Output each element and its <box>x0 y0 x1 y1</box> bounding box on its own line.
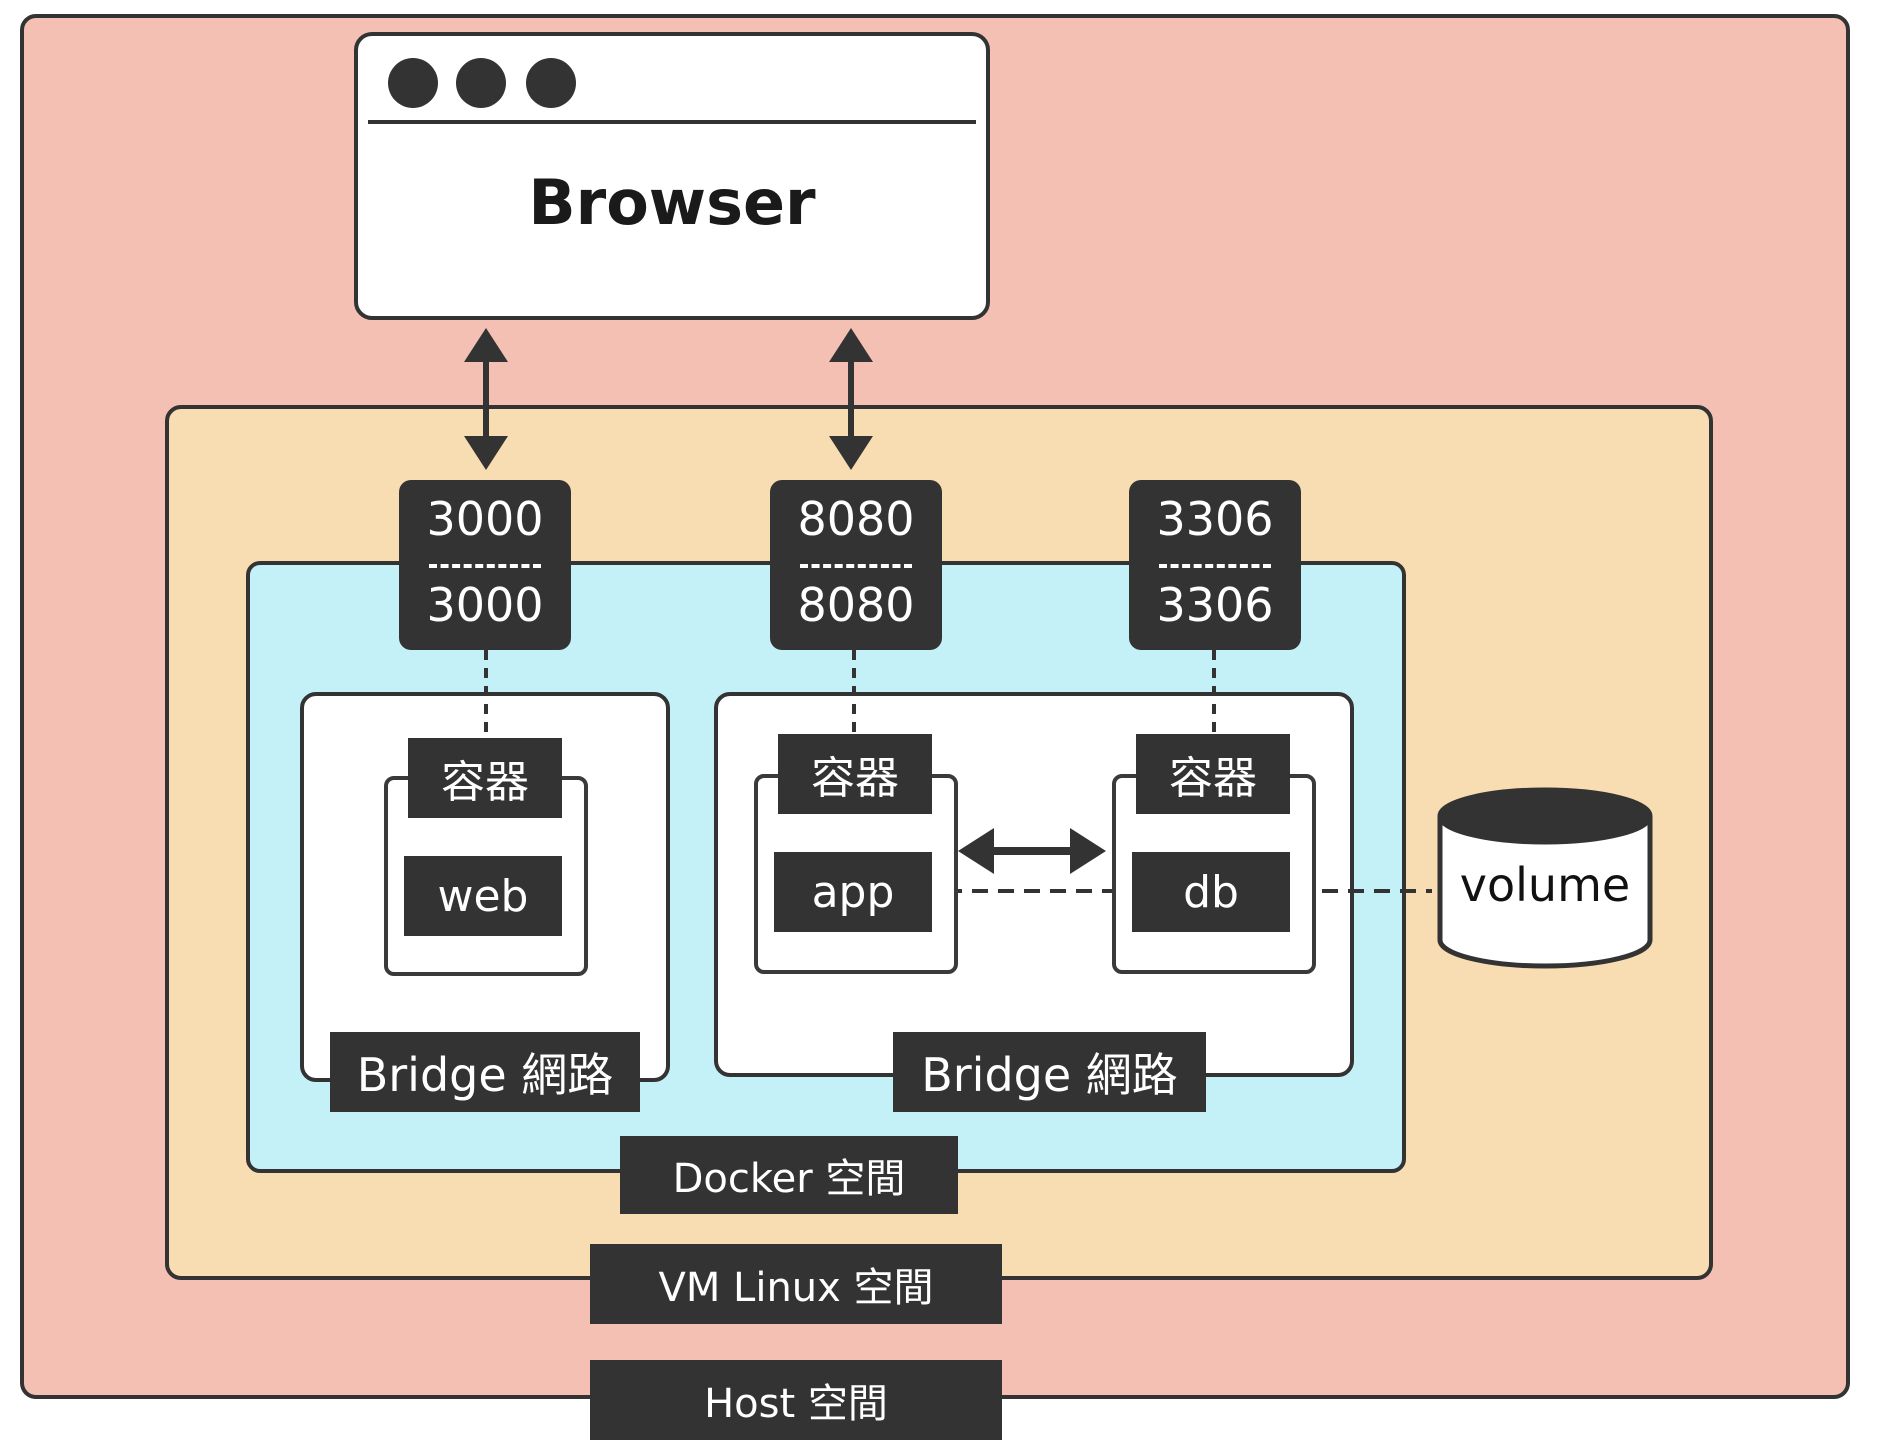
container-app-label: 容器 <box>778 734 932 814</box>
browser-port-8080-arrow <box>829 328 873 470</box>
bridge-network-left-label: Bridge 網路 <box>330 1032 640 1112</box>
container-web-name: web <box>404 856 562 936</box>
browser-window: Browser <box>354 32 990 320</box>
container-app-name: app <box>774 852 932 932</box>
host-space-label: Host 空間 <box>590 1360 1002 1440</box>
vm-linux-space-label: VM Linux 空間 <box>590 1244 1002 1324</box>
host-port: 3000 <box>426 492 544 546</box>
port-mapping-3000: 3000 3000 <box>399 480 571 650</box>
window-dot-icon <box>526 58 576 108</box>
port-separator <box>800 564 912 568</box>
container-db-label: 容器 <box>1136 734 1290 814</box>
host-port: 8080 <box>797 492 915 546</box>
docker-space-label: Docker 空間 <box>620 1136 958 1214</box>
container-db-name: db <box>1132 852 1290 932</box>
app-db-arrow <box>958 828 1106 874</box>
window-dot-icon <box>456 58 506 108</box>
bridge-network-right-label: Bridge 網路 <box>893 1032 1206 1112</box>
port-mapping-8080: 8080 8080 <box>770 480 942 650</box>
window-dot-icon <box>388 58 438 108</box>
container-port: 8080 <box>797 578 915 632</box>
container-web-label: 容器 <box>408 738 562 818</box>
port-separator <box>429 564 541 568</box>
browser-title: Browser <box>528 166 816 239</box>
host-port: 3306 <box>1156 492 1274 546</box>
browser-address-bar-divider <box>368 120 976 124</box>
container-port: 3306 <box>1156 578 1274 632</box>
port-mapping-3306: 3306 3306 <box>1129 480 1301 650</box>
volume-label: volume <box>1459 858 1631 912</box>
port-separator <box>1159 564 1271 568</box>
container-port: 3000 <box>426 578 544 632</box>
volume-cylinder-icon <box>1437 787 1653 969</box>
browser-port-3000-arrow <box>464 328 508 470</box>
